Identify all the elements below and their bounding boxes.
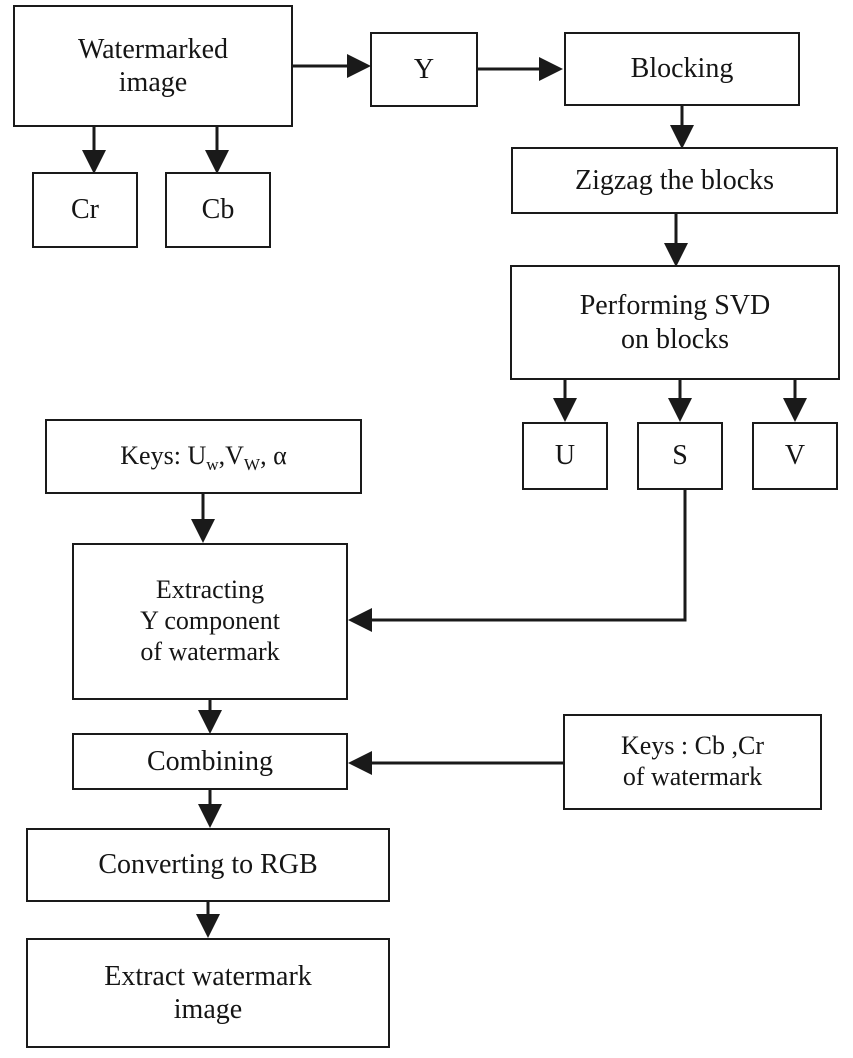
node-combining[interactable]: Combining	[72, 733, 348, 790]
node-converting-to-rgb-label: Converting to RGB	[98, 849, 318, 881]
edge-svd-to-u	[553, 380, 577, 422]
node-blocking-label: Blocking	[630, 53, 734, 85]
edge-keys-cbcr-to-combining	[348, 751, 563, 775]
edge-combining-to-converting	[198, 790, 222, 828]
edge-blocking-to-zigzag	[670, 106, 694, 149]
node-u-label: U	[554, 440, 576, 472]
edge-extracting-to-combining	[198, 700, 222, 734]
node-keys-uv-alpha-label: Keys: Uw,VW, α	[120, 441, 287, 475]
node-y[interactable]: Y	[370, 32, 478, 107]
node-cr[interactable]: Cr	[32, 172, 138, 248]
node-blocking[interactable]: Blocking	[564, 32, 800, 106]
edge-watermarked-to-cr	[82, 127, 106, 174]
node-cr-label: Cr	[71, 194, 99, 226]
edge-watermarked-to-y	[293, 54, 371, 78]
node-converting-to-rgb[interactable]: Converting to RGB	[26, 828, 390, 902]
edge-zigzag-to-svd	[664, 214, 688, 267]
edge-svd-to-v	[783, 380, 807, 422]
edge-s-to-extracting	[348, 490, 687, 632]
node-cb[interactable]: Cb	[165, 172, 271, 248]
node-s[interactable]: S	[637, 422, 723, 490]
node-keys-uv-alpha[interactable]: Keys: Uw,VW, α	[45, 419, 362, 494]
edge-converting-to-extract	[196, 902, 220, 938]
node-y-label: Y	[413, 53, 435, 85]
node-zigzag-label: Zigzag the blocks	[574, 164, 775, 196]
node-v-label: V	[784, 440, 806, 472]
node-zigzag[interactable]: Zigzag the blocks	[511, 147, 838, 214]
edge-keys-uvalpha-to-extracting	[191, 494, 215, 543]
edge-svd-to-s	[668, 380, 692, 422]
node-combining-label: Combining	[146, 745, 273, 777]
node-s-label: S	[672, 440, 688, 472]
edge-y-to-blocking	[478, 57, 563, 81]
node-v[interactable]: V	[752, 422, 838, 490]
node-cb-label: Cb	[201, 194, 235, 226]
edge-watermarked-to-cb	[205, 127, 229, 174]
node-u[interactable]: U	[522, 422, 608, 490]
